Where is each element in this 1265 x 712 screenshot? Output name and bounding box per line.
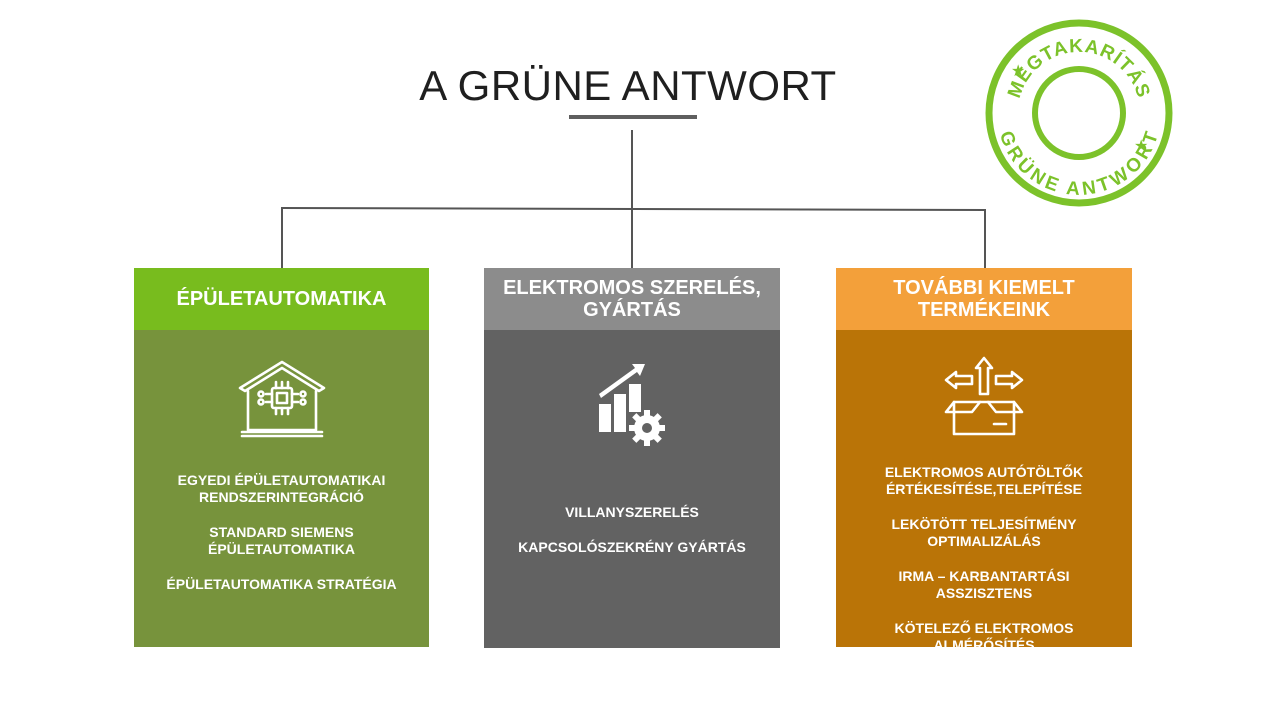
card-items: EGYEDI ÉPÜLETAUTOMATIKAI RENDSZERINTEGRÁ… [134, 472, 429, 611]
card-header: ELEKTROMOS SZERELÉS, GYÁRTÁS [484, 268, 780, 330]
star-icon: ★ [1011, 61, 1025, 80]
page-title: A GRÜNE ANTWORT [419, 62, 837, 109]
card-items: VILLANYSZERELÉS KAPCSOLÓSZEKRÉNY GYÁRTÁS [484, 504, 780, 574]
card-body: EGYEDI ÉPÜLETAUTOMATIKAI RENDSZERINTEGRÁ… [134, 330, 429, 647]
list-item: ELEKTROMOS AUTÓTÖLTŐK ÉRTÉKESÍTÉSE,TELEP… [884, 464, 1084, 497]
list-item: VILLANYSZERELÉS [565, 504, 699, 520]
card-header: ÉPÜLETAUTOMATIKA [134, 268, 429, 330]
list-item: EGYEDI ÉPÜLETAUTOMATIKAI RENDSZERINTEGRÁ… [177, 472, 386, 505]
list-item: ÉPÜLETAUTOMATIKA STRATÉGIA [166, 576, 397, 592]
star-icon: ★ [1134, 136, 1148, 155]
savings-stamp: MEGTAKARÍTÁS GRÜNE ANTWORT ★ ★ [985, 19, 1173, 207]
list-item: IRMA – KARBANTARTÁSI ASSZISZTENS [898, 568, 1070, 601]
card-featured-products: TOVÁBBI KIEMELT TERMÉKEINK ELEKTROMOS AU… [836, 268, 1132, 653]
card-body: ELEKTROMOS AUTÓTÖLTŐK ÉRTÉKESÍTÉSE,TELEP… [836, 330, 1132, 653]
title-underline [569, 115, 697, 119]
growth-chart-gear-icon [599, 364, 665, 446]
list-item: KAPCSOLÓSZEKRÉNY GYÁRTÁS [518, 539, 746, 555]
list-item: LEKÖTÖTT TELJESÍTMÉNY OPTIMALIZÁLÁS [891, 516, 1077, 549]
card-building-automation: ÉPÜLETAUTOMATIKA EGYEDI ÉPÜLETAUTOMATIKA… [134, 268, 429, 647]
list-item: KÖTELEZŐ ELEKTROMOS ALMÉRŐSÍTÉS [894, 620, 1074, 653]
card-header: TOVÁBBI KIEMELT TERMÉKEINK [836, 268, 1132, 330]
card-items: ELEKTROMOS AUTÓTÖLTŐK ÉRTÉKESÍTÉSE,TELEP… [836, 464, 1132, 672]
box-arrows-icon [944, 356, 1024, 436]
card-electrical-installation: ELEKTROMOS SZERELÉS, GYÁRTÁS VILLANYSZER… [484, 268, 780, 648]
smart-house-chip-icon [238, 360, 325, 438]
card-body: VILLANYSZERELÉS KAPCSOLÓSZEKRÉNY GYÁRTÁS [484, 330, 780, 648]
list-item: STANDARD SIEMENS ÉPÜLETAUTOMATIKA [208, 524, 355, 557]
